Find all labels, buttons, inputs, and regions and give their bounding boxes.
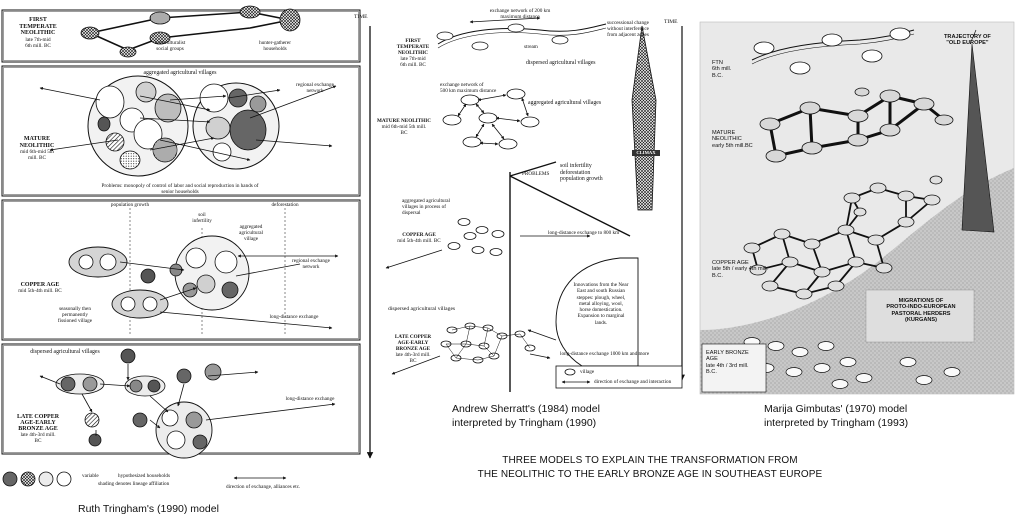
sherratt-lca-label: LATE COPPER AGE-EARLY BRONZE AGE late 4t… <box>394 334 432 364</box>
legend-shading-label: shading denotes lineage affiliation <box>98 481 170 487</box>
agg-dispersal-label: aggregated agricultural villages in proc… <box>402 198 450 216</box>
gimbutas-mn-label: MATURE NEOLITHIC early 5th mill.BC <box>712 130 753 149</box>
climax-spike <box>631 25 657 211</box>
sherratt-time-label: TIME <box>664 19 678 25</box>
migrations-label: MIGRATIONS OF PROTO-INDO-EUROPEAN PASTOR… <box>886 298 956 324</box>
tringham-time-label: TIME <box>354 14 368 20</box>
stream-label: stream <box>524 44 538 50</box>
tringham-lca-label: LATE COPPER AGE-EARLY BRONZE AGE late 4t… <box>16 414 60 444</box>
sherratt-model <box>385 16 685 392</box>
gimbutas-trajectory-spike <box>961 43 995 233</box>
legend-variable-label: variable <box>82 473 99 479</box>
climax-label: CLIMAX <box>632 150 660 156</box>
ld1000-label: long-distance exchange 1000 km and more <box>560 351 650 357</box>
gimbutas-ftn-label: FTN 6th mill. B.C. <box>712 60 732 79</box>
sherratt-ftn-label: FIRST TEMPERATE NEOLITHIC late 7th-mid 6… <box>396 38 430 68</box>
tringham-ftn-label: FIRST TEMPERATE NEOLITHIC late 7th-mid 6… <box>19 17 57 49</box>
tringham-ftn-box <box>1 9 361 63</box>
exchange-500-label: exchange network of 500 km maximum dista… <box>440 82 497 94</box>
sherratt-problems-label: PROBLEMS <box>522 171 550 177</box>
legend-village-label: village <box>580 369 595 375</box>
sherratt-lca-network <box>391 322 551 375</box>
horticulturalist-label: horticulturalist social groups <box>154 40 186 52</box>
gimbutas-ca-label: COPPER AGE late 5th / early 4th mill. B.… <box>712 260 768 279</box>
aggregated-village-label: aggregated agricultural village <box>239 224 263 242</box>
innovations-label: Innovations from the Near East and south… <box>573 282 629 326</box>
tringham-mn-label: MATURE NEOLITHIC mid 6th-mid 5th mill. B… <box>19 136 55 161</box>
legend-interaction-label: direction of exchange and interaction <box>594 379 672 385</box>
hunter-gatherer-label: hunter-gatherer households <box>259 40 291 52</box>
sherratt-dispersed2-label: dispersed agricultural villages <box>388 306 456 312</box>
exchange-200-label: exchange network of 200 km maximum dista… <box>489 8 551 20</box>
figure-title: THREE MODELS TO EXPLAIN THE TRANSFORMATI… <box>477 455 823 480</box>
problems-label: Problems: monopoly of control of labor a… <box>101 183 259 195</box>
regional-network-label: regional exchange network <box>296 82 334 94</box>
fissioned-village-label: seasonally then permanently fissioned vi… <box>57 306 93 324</box>
sherratt-soil-label: soil infertility deforestation populatio… <box>560 163 603 183</box>
legend-hypothesized-label: hypothesized households <box>118 473 171 479</box>
gimbutas-caption: Marija Gimbutas' (1970) model interprete… <box>764 403 909 429</box>
sherratt-agg-label: aggregated agricultural villages <box>528 100 602 106</box>
dispersed-villages-label: dispersed agricultural villages <box>30 349 100 355</box>
sherratt-dispersed-label: dispersed agricultural villages <box>526 60 596 66</box>
aggregated-villages-label: aggregated agricultural villages <box>143 70 217 76</box>
long-distance-2-label: long-distance exchange <box>285 396 335 402</box>
tringham-ca-box <box>1 199 361 341</box>
population-growth-label: population growth <box>110 202 150 208</box>
legend-direction-label: direction of exchange, alliances etc. <box>226 484 301 490</box>
tringham-caption: Ruth Tringham's (1990) model <box>78 503 219 515</box>
ld800-label: long-distance exchange to 800 km <box>548 230 620 236</box>
tringham-mn-box <box>1 65 361 197</box>
sherratt-mn-network <box>442 88 540 150</box>
gimbutas-model <box>699 21 1015 395</box>
sherratt-ca-label: COPPER AGE mid 5th-4th mill. BC <box>397 232 441 244</box>
successional-label: successional change without interference… <box>607 20 649 38</box>
deforestation-label: deforestation <box>271 202 299 208</box>
long-distance-label: long-distance exchange <box>269 314 319 320</box>
soil-infertility-label: soil infertility <box>192 212 212 224</box>
trajectory-label: TRAJECTORY OF "OLD EUROPE" <box>944 34 991 47</box>
tringham-ca-label: COPPER AGE mid 5th-4th mill. BC <box>18 282 62 294</box>
sherratt-caption: Andrew Sherratt's (1984) model interpret… <box>452 403 600 429</box>
sherratt-mn-label: MATURE NEOLITHIC mid 6th-mid 5th mill. B… <box>377 118 431 136</box>
tringham-model <box>1 5 374 487</box>
tringham-legend <box>2 471 287 487</box>
regional-exchange-b-label: regional exchange network <box>292 258 330 270</box>
gimbutas-eba-label: EARLY BRONZE AGE late 4th / 3rd mill. B.… <box>706 350 749 376</box>
